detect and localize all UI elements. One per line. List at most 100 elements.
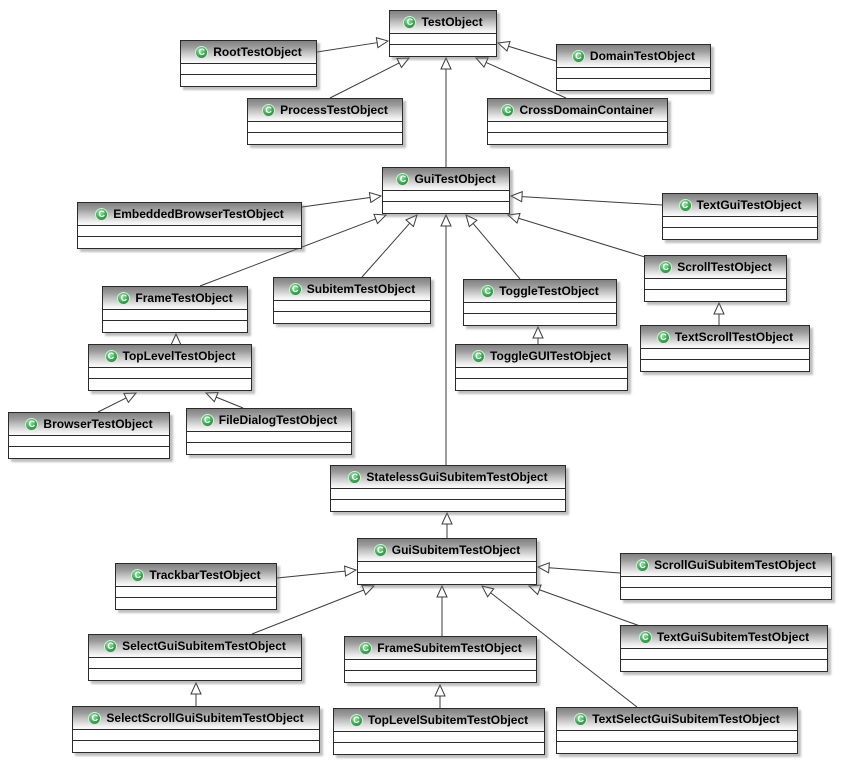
class-icon: C <box>359 641 373 655</box>
methods-compartment <box>103 321 247 332</box>
inheritance-edge-GuiTestObject-to-TestObject <box>440 56 452 167</box>
methods-compartment <box>358 573 536 584</box>
hollow-triangle-arrowhead <box>123 392 138 404</box>
class-box-TrackbarTestObject[interactable]: C TrackbarTestObject <box>115 563 277 610</box>
class-icon: C <box>659 260 673 274</box>
class-name-label: TextSelectGuiSubitemTestObject <box>592 712 780 726</box>
hollow-triangle-arrowhead <box>405 214 418 228</box>
inheritance-edge-CrossDomainContainer-to-TestObject <box>474 57 567 99</box>
attributes-compartment <box>645 279 786 290</box>
attributes-compartment <box>89 368 251 379</box>
class-icon: C <box>262 103 276 117</box>
attributes-compartment <box>641 349 809 360</box>
class-box-SelectGuiSubitemTestObject[interactable]: C SelectGuiSubitemTestObject <box>88 634 302 681</box>
hollow-triangle-arrowhead <box>361 584 376 596</box>
hollow-triangle-arrowhead <box>440 213 452 227</box>
class-title-bar: C ToggleGUITestObject <box>456 345 627 368</box>
methods-compartment <box>456 379 627 390</box>
class-box-StatelessGuiSubitemTestObject[interactable]: C StatelessGuiSubitemTestObject <box>330 465 566 512</box>
attributes-compartment <box>274 301 430 312</box>
hollow-triangle-arrowhead <box>527 584 542 596</box>
class-box-DomainTestObject[interactable]: C DomainTestObject <box>556 44 711 91</box>
class-name-label: TextGuiTestObject <box>696 198 802 212</box>
attributes-compartment <box>331 489 565 500</box>
class-box-BrowserTestObject[interactable]: C BrowserTestObject <box>8 412 170 459</box>
class-box-ToggleTestObject[interactable]: C ToggleTestObject <box>463 279 617 326</box>
class-box-TextSelectGuiSubitemTestObject[interactable]: C TextSelectGuiSubitemTestObject <box>556 707 798 754</box>
inheritance-edge-ToggleTestObject-to-GuiTestObject <box>465 214 521 280</box>
hollow-triangle-arrowhead <box>434 683 446 697</box>
class-box-GuiSubitemTestObject[interactable]: C GuiSubitemTestObject <box>357 538 537 585</box>
hollow-triangle-arrowhead <box>343 565 358 577</box>
class-box-TextGuiTestObject[interactable]: C TextGuiTestObject <box>662 193 818 240</box>
class-box-FileDialogTestObject[interactable]: C FileDialogTestObject <box>186 408 352 455</box>
methods-compartment <box>331 500 565 511</box>
class-box-EmbeddedBrowserTestObject[interactable]: C EmbeddedBrowserTestObject <box>77 202 302 249</box>
inheritance-edge-ToggleGUITestObject-to-ToggleTestObject <box>532 325 544 344</box>
methods-compartment <box>181 75 316 86</box>
inheritance-edge-EmbeddedBrowserTestObject-to-GuiTestObject <box>301 191 383 208</box>
class-box-TopLevelSubitemTestObject[interactable]: C TopLevelSubitemTestObject <box>333 708 545 755</box>
inheritance-edge-SelectGuiSubitemTestObject-to-GuiSubitemTestObject <box>251 584 376 635</box>
class-box-GuiTestObject[interactable]: C GuiTestObject <box>382 167 510 214</box>
class-box-ScrollTestObject[interactable]: C ScrollTestObject <box>644 255 787 302</box>
class-name-label: RootTestObject <box>213 45 302 59</box>
class-title-bar: C SubitemTestObject <box>274 278 430 301</box>
class-box-TextGuiSubitemTestObject[interactable]: C TextGuiSubitemTestObject <box>620 625 828 672</box>
attributes-compartment <box>390 34 496 45</box>
methods-compartment <box>621 660 827 671</box>
attributes-compartment <box>557 68 710 79</box>
class-box-ScrollGuiSubitemTestObject[interactable]: C ScrollGuiSubitemTestObject <box>620 553 832 600</box>
class-box-TopLevelTestObject[interactable]: C TopLevelTestObject <box>88 344 252 391</box>
class-icon: C <box>349 713 363 727</box>
class-name-label: TextGuiSubitemTestObject <box>656 630 810 644</box>
methods-compartment <box>645 290 786 301</box>
class-name-label: SelectScrollGuiSubitemTestObject <box>106 711 304 725</box>
class-box-ToggleGUITestObject[interactable]: C ToggleGUITestObject <box>455 344 628 391</box>
class-box-SelectScrollGuiSubitemTestObject[interactable]: C SelectScrollGuiSubitemTestObject <box>72 706 320 753</box>
class-box-ProcessTestObject[interactable]: C ProcessTestObject <box>247 98 403 145</box>
class-title-bar: C TextScrollTestObject <box>641 326 809 349</box>
class-title-bar: C ProcessTestObject <box>248 99 402 122</box>
inheritance-edge-TextGuiTestObject-to-GuiTestObject <box>509 190 663 206</box>
class-icon: C <box>571 49 585 63</box>
class-name-label: SubitemTestObject <box>306 282 416 296</box>
class-box-TextScrollTestObject[interactable]: C TextScrollTestObject <box>640 325 810 372</box>
inheritance-edge-SelectScrollGuiSubitemTestObject-to-SelectGuiSubitemTestObject <box>190 681 202 706</box>
class-name-label: CrossDomainContainer <box>519 103 654 117</box>
attributes-compartment <box>456 368 627 379</box>
inheritance-edge-TopLevelSubitemTestObject-to-FrameSubitemTestObject <box>434 683 446 708</box>
class-box-RootTestObject[interactable]: C RootTestObject <box>180 40 317 87</box>
class-name-label: TestObject <box>421 15 483 29</box>
class-icon: C <box>131 568 145 582</box>
attributes-compartment <box>73 730 319 741</box>
inheritance-edge-TextSelectGuiSubitemTestObject-to-GuiSubitemTestObject <box>481 585 638 708</box>
methods-compartment <box>383 202 509 213</box>
hollow-triangle-arrowhead <box>396 57 411 69</box>
class-box-TestObject[interactable]: C TestObject <box>389 10 497 57</box>
class-box-FrameTestObject[interactable]: C FrameTestObject <box>102 286 248 333</box>
class-title-bar: C TopLevelTestObject <box>89 345 251 368</box>
attributes-compartment <box>334 732 544 743</box>
class-name-label: GuiSubitemTestObject <box>391 543 521 557</box>
hollow-triangle-arrowhead <box>532 325 544 339</box>
inheritance-edge-FrameTestObject-to-GuiTestObject <box>199 213 388 287</box>
class-icon: C <box>104 639 118 653</box>
class-icon: C <box>574 712 588 726</box>
class-icon: C <box>88 711 102 725</box>
inheritance-edge-FrameSubitemTestObject-to-GuiSubitemTestObject <box>436 584 448 636</box>
methods-compartment <box>9 447 169 458</box>
class-name-label: ScrollGuiSubitemTestObject <box>654 558 816 572</box>
class-name-label: SelectGuiSubitemTestObject <box>122 639 286 653</box>
attributes-compartment <box>181 64 316 75</box>
inheritance-edge-TrackbarTestObject-to-GuiSubitemTestObject <box>276 565 358 579</box>
class-box-SubitemTestObject[interactable]: C SubitemTestObject <box>273 277 431 324</box>
inheritance-edge-FileDialogTestObject-to-TopLevelTestObject <box>204 391 244 409</box>
methods-compartment <box>557 742 797 753</box>
hollow-triangle-arrowhead <box>375 37 390 49</box>
class-name-label: ProcessTestObject <box>280 103 388 117</box>
methods-compartment <box>390 45 496 56</box>
class-box-CrossDomainContainer[interactable]: C CrossDomainContainer <box>487 98 668 145</box>
class-box-FrameSubitemTestObject[interactable]: C FrameSubitemTestObject <box>344 636 537 683</box>
